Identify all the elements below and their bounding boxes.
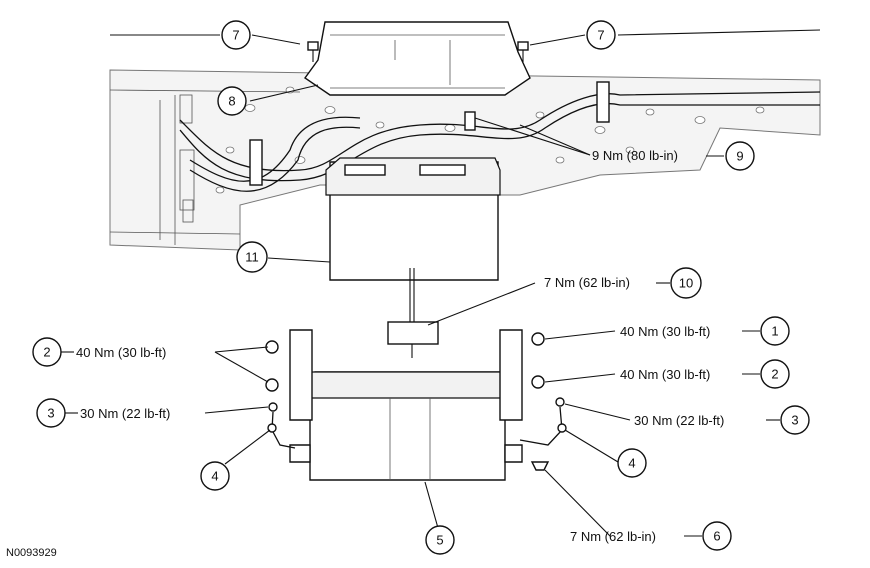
svg-text:6: 6 (713, 529, 720, 544)
svg-text:40 Nm (30 lb-ft): 40 Nm (30 lb-ft) (620, 367, 710, 382)
callout-11: 11 (236, 241, 268, 273)
callout-8: 8 (217, 86, 247, 116)
battery-hold-down (387, 268, 439, 358)
bolt (307, 41, 319, 62)
battery-tray (289, 329, 523, 481)
bolt (517, 41, 529, 62)
callout-4-right: 4 (617, 448, 647, 478)
svg-text:9: 9 (736, 149, 743, 164)
callout-5: 5 (425, 525, 455, 555)
svg-text:7: 7 (597, 28, 604, 43)
svg-text:8: 8 (228, 94, 235, 109)
control-module (304, 21, 531, 96)
callout-1: 40 Nm (30 lb-ft) 1 (620, 316, 790, 346)
svg-text:3: 3 (791, 413, 798, 428)
wiring-harness (179, 81, 821, 192)
svg-text:10: 10 (679, 276, 693, 291)
battery (325, 157, 501, 281)
callout-4-left: 4 (200, 461, 230, 491)
leader-lines (110, 29, 821, 537)
nut (531, 332, 545, 346)
nut (531, 375, 545, 389)
callout-10: 7 Nm (62 lb-in) 10 (544, 267, 702, 299)
ground-strap (519, 397, 567, 446)
svg-text:11: 11 (245, 250, 259, 265)
svg-text:1: 1 (771, 324, 778, 339)
svg-text:5: 5 (436, 533, 443, 548)
callout-9: 9 Nm (80 lb-in) 9 (592, 141, 755, 171)
svg-text:2: 2 (771, 367, 778, 382)
svg-text:7 Nm (62 lb-in): 7 Nm (62 lb-in) (544, 275, 630, 290)
svg-text:4: 4 (628, 456, 635, 471)
svg-text:30 Nm (22 lb-ft): 30 Nm (22 lb-ft) (80, 406, 170, 421)
figure-id: N0093929 (6, 547, 57, 559)
svg-text:40 Nm (30 lb-ft): 40 Nm (30 lb-ft) (76, 345, 166, 360)
callout-3-right: 30 Nm (22 lb-ft) 3 (634, 405, 810, 435)
svg-text:2: 2 (43, 345, 50, 360)
callout-7-right: 7 (586, 20, 616, 50)
svg-text:7 Nm (62 lb-in): 7 Nm (62 lb-in) (570, 529, 656, 544)
callout-7-left: 7 (221, 20, 251, 50)
callout-6: 7 Nm (62 lb-in) 6 (570, 521, 732, 551)
svg-text:7: 7 (232, 28, 239, 43)
svg-text:3: 3 (47, 406, 54, 421)
svg-text:30 Nm (22 lb-ft): 30 Nm (22 lb-ft) (634, 413, 724, 428)
nut (265, 378, 279, 392)
svg-text:40 Nm (30 lb-ft): 40 Nm (30 lb-ft) (620, 324, 710, 339)
bolt (530, 461, 550, 471)
callout-3-left: 3 30 Nm (22 lb-ft) (36, 398, 170, 428)
svg-text:9 Nm (80 lb-in): 9 Nm (80 lb-in) (592, 148, 678, 163)
svg-text:4: 4 (211, 469, 218, 484)
callout-2-right: 40 Nm (30 lb-ft) 2 (620, 359, 790, 389)
callout-2-left: 2 40 Nm (30 lb-ft) (32, 337, 166, 367)
